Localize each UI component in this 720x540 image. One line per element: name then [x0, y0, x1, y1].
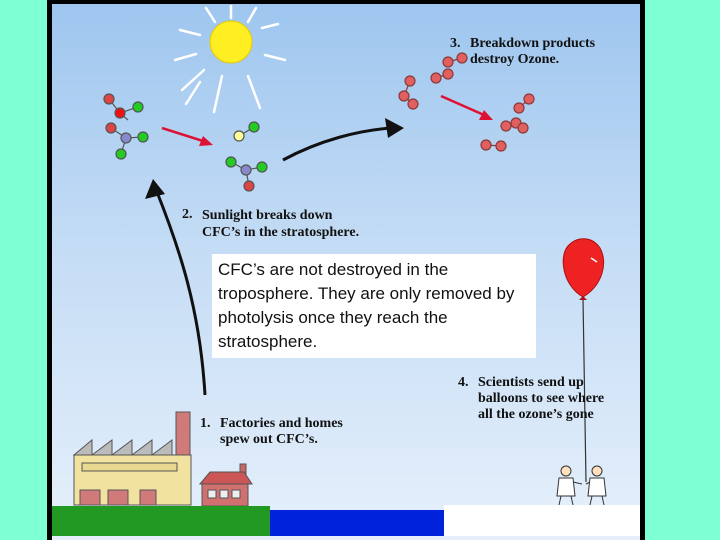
step-2-number: 2. [182, 207, 193, 222]
cfc-molecule-icon [225, 121, 268, 192]
step-4-text: Scientists send up balloons to see where… [478, 375, 605, 422]
balloon-icon [562, 238, 605, 483]
ozone-molecules [398, 52, 535, 152]
ground-water [270, 510, 444, 536]
reaction-arrow [161, 94, 493, 146]
sun-icon [173, 4, 287, 114]
scientist-icon [556, 465, 607, 506]
ground-snow [444, 505, 640, 536]
step-1-number: 1. [200, 416, 211, 431]
flow-arrow [155, 126, 393, 396]
explanation-note: CFC’s are not destroyed in the troposphe… [212, 254, 536, 358]
step-1-text: Factories and homes spew out CFC’s. [220, 416, 343, 447]
step-4-number: 4. [458, 375, 469, 390]
ground-grass [52, 506, 270, 536]
cfc-molecule-icon [103, 93, 149, 160]
flow-arrow-head [145, 179, 165, 199]
step-2-text: Sunlight breaks down CFC’s in the strato… [202, 208, 360, 240]
step-3-number: 3. [450, 36, 461, 51]
house-icon [198, 463, 253, 507]
step-3-text: Breakdown products destroy Ozone. [470, 36, 596, 67]
flow-arrow-head [385, 118, 404, 138]
factory-icon [72, 411, 192, 506]
